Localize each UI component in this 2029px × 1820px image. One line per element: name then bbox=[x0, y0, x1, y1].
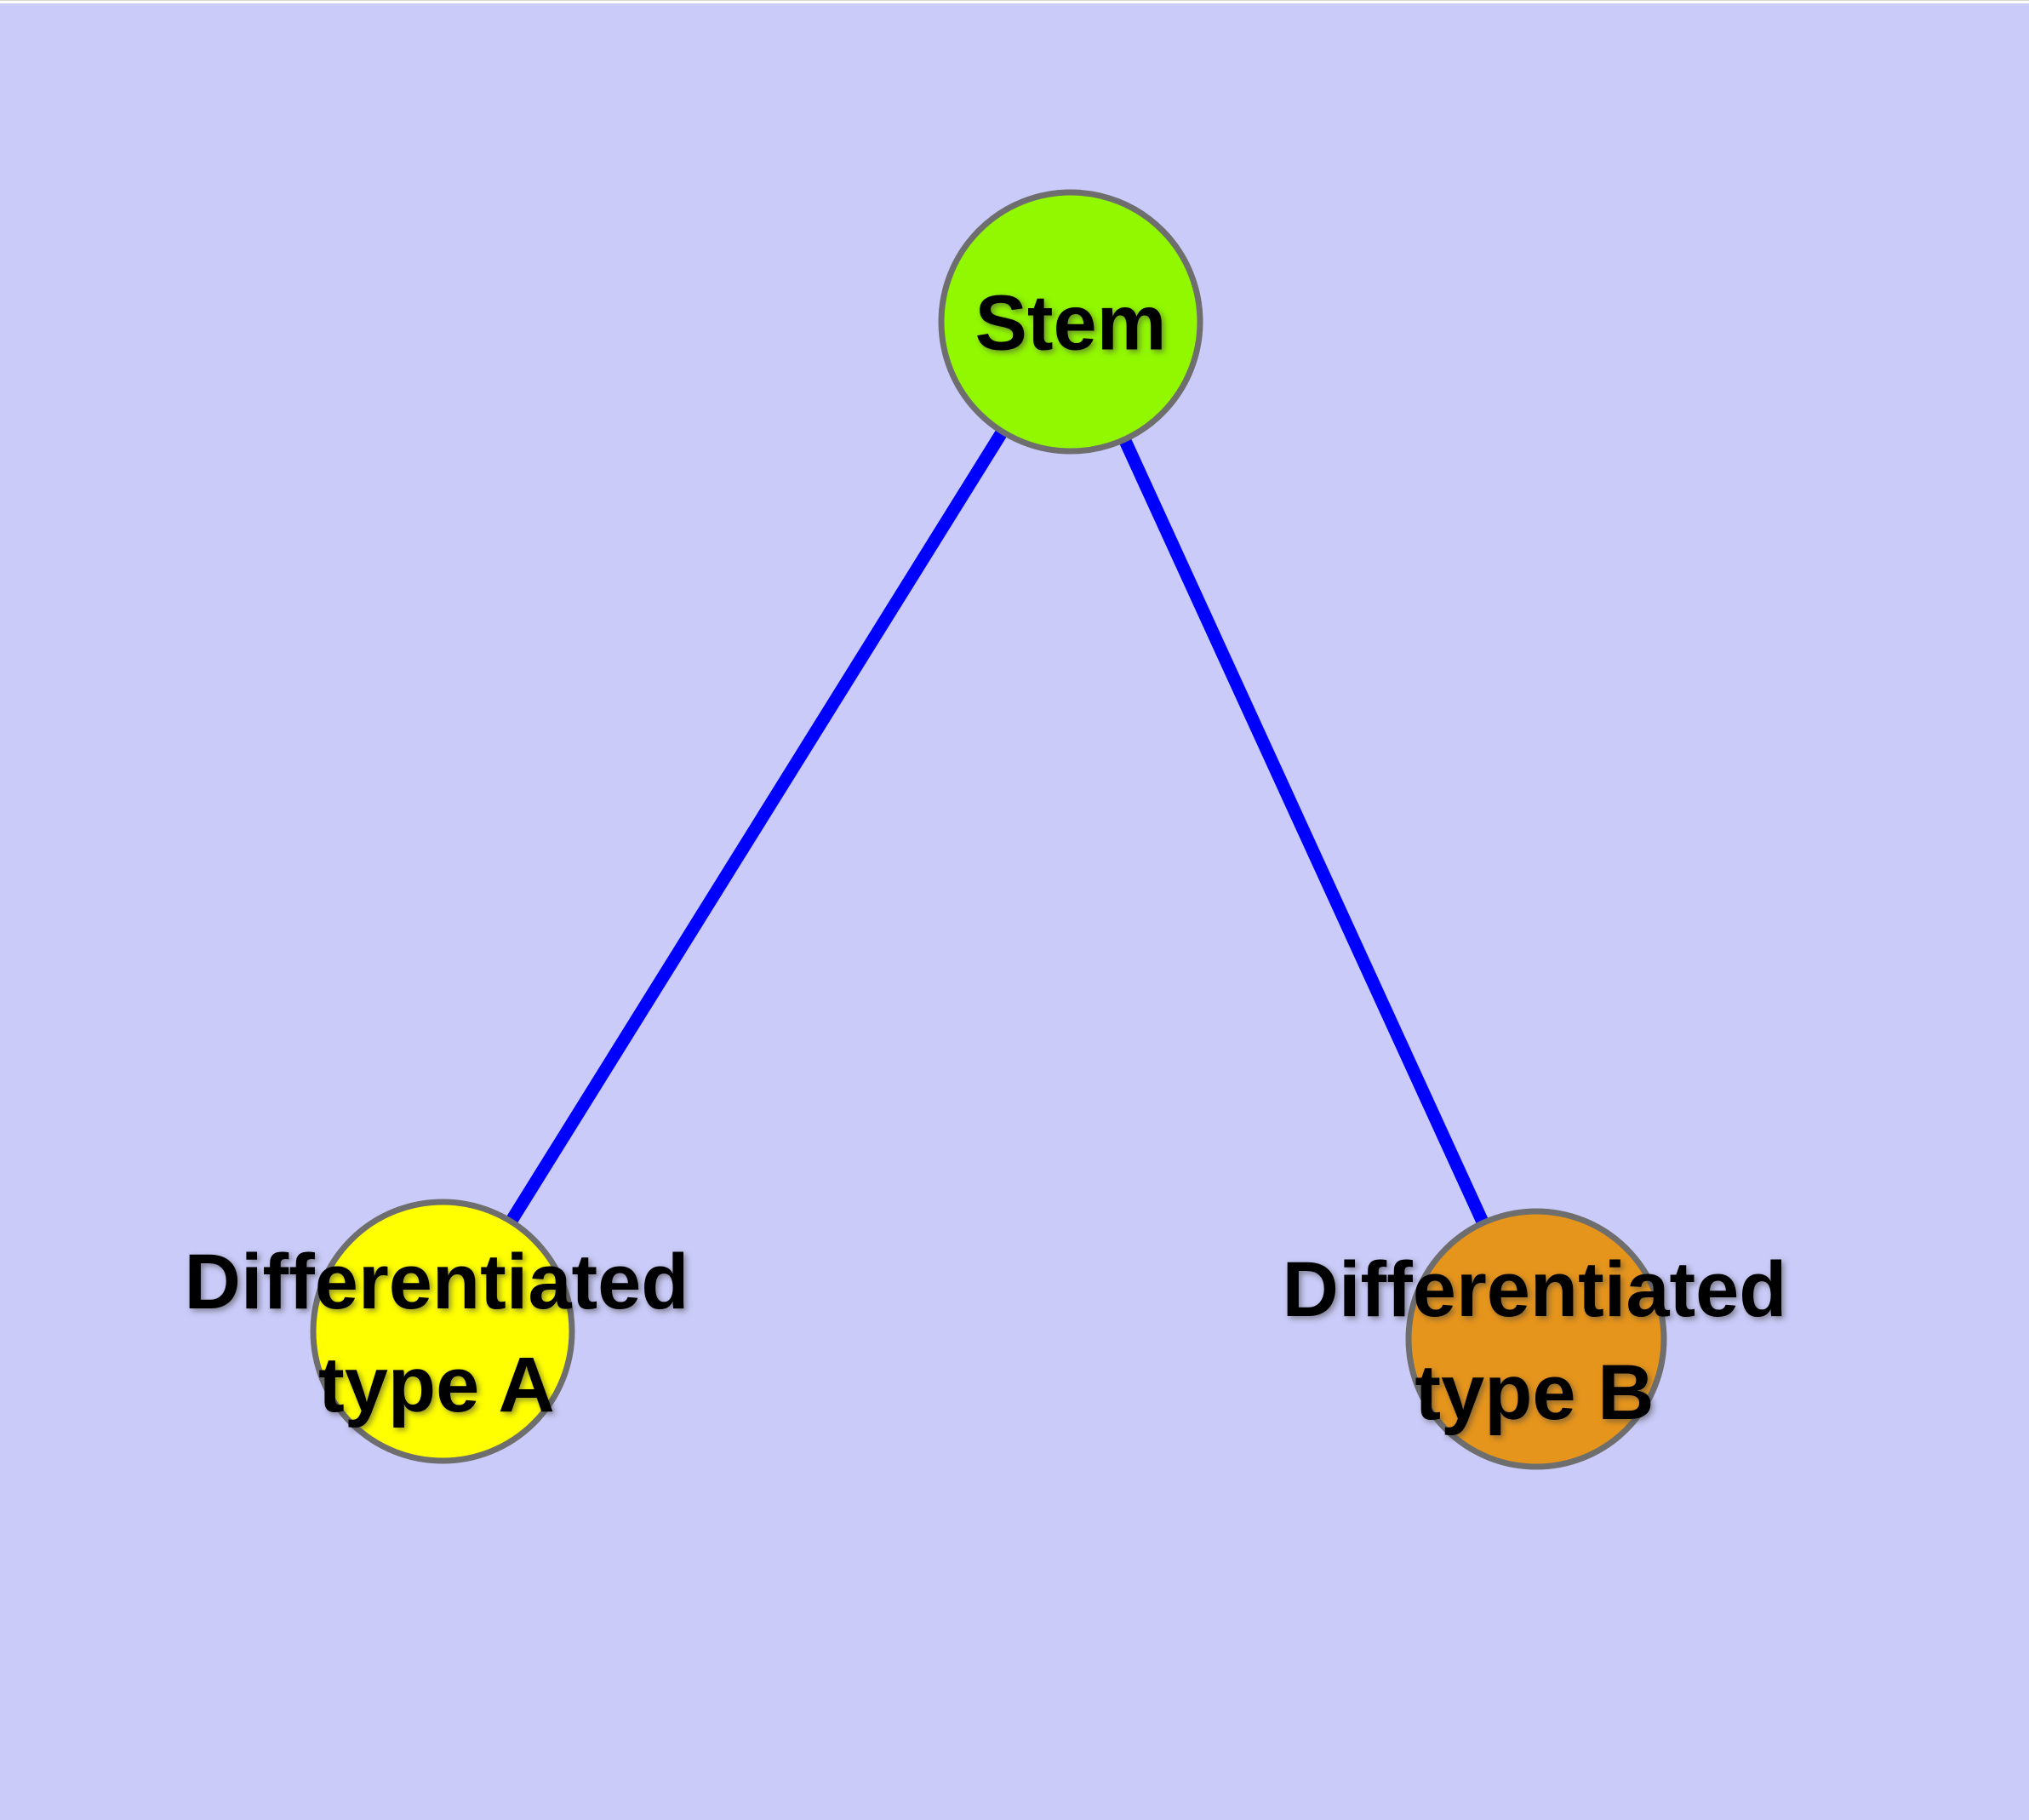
node-label-type-a-line2: type A bbox=[318, 1342, 555, 1428]
node-label-type-b-line1: Differentiated bbox=[1282, 1246, 1787, 1333]
node-label-stem-text: Stem bbox=[974, 279, 1167, 367]
node-stem bbox=[938, 189, 1203, 455]
node-group bbox=[310, 189, 1667, 1470]
edge-group bbox=[437, 318, 1542, 1342]
node-label-differentiated-type-a: Differentiated type A bbox=[185, 1231, 689, 1437]
node-label-differentiated-type-b: Differentiated type B bbox=[1283, 1239, 1787, 1445]
node-label-type-a-line1: Differentiated bbox=[184, 1239, 689, 1325]
node-label-type-b-line2: type B bbox=[1415, 1349, 1655, 1436]
edge-stem-to-type-a bbox=[437, 318, 1077, 1335]
node-differentiated-type-a bbox=[310, 1199, 575, 1464]
edge-stem-to-type-b bbox=[1065, 318, 1542, 1342]
node-differentiated-type-b bbox=[1405, 1208, 1667, 1470]
window-top-edge bbox=[0, 0, 2029, 3]
node-label-stem: Stem bbox=[975, 272, 1167, 375]
